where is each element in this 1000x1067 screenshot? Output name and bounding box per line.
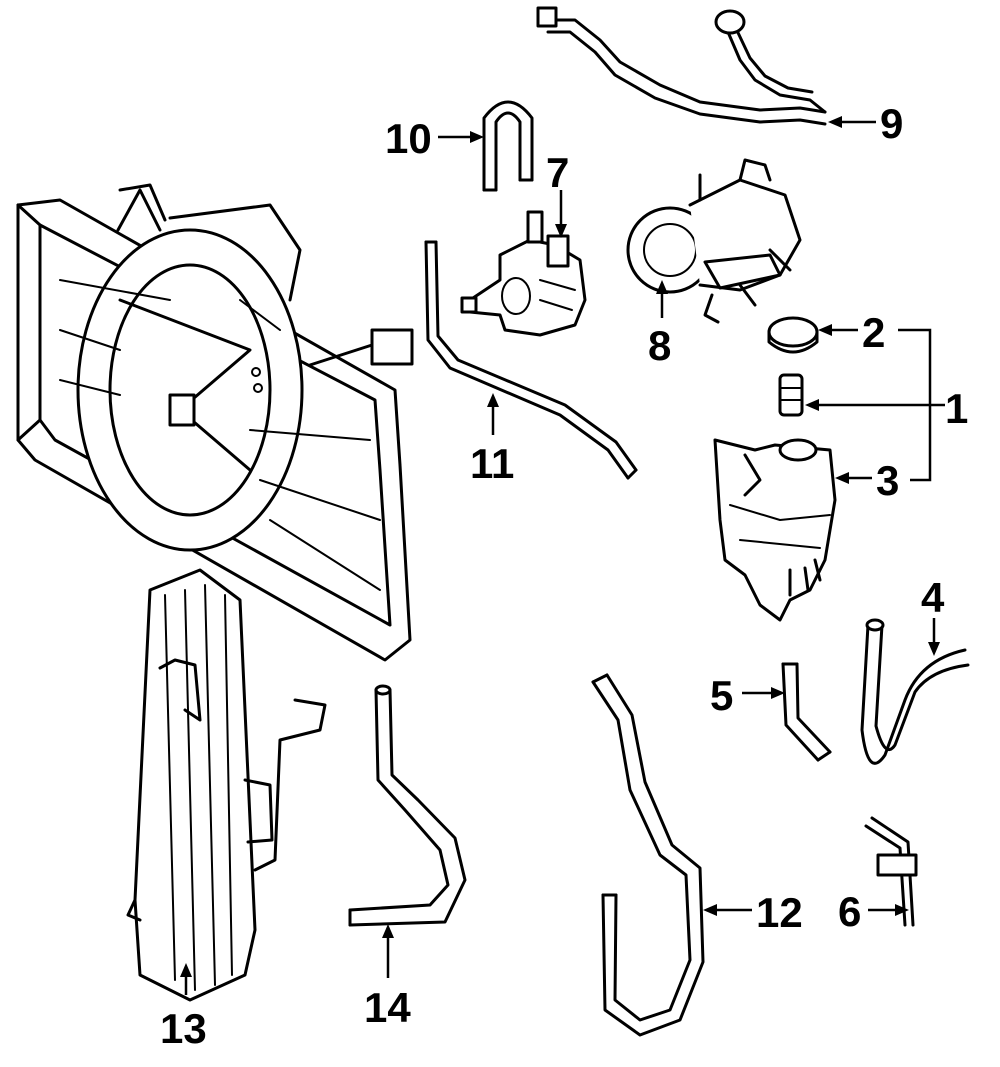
hose-14-part (348, 684, 467, 927)
tube-clip-part (864, 816, 918, 927)
oil-cooler-part (126, 568, 327, 1002)
hose-5-part (781, 662, 832, 762)
pressure-hose-part (536, 6, 827, 126)
callout-4: 4 (921, 574, 945, 621)
callout-14: 14 (364, 984, 411, 1031)
return-tube-part (424, 240, 638, 480)
callout-9: 9 (880, 100, 903, 147)
callout-12: 12 (756, 889, 803, 936)
callout-2: 2 (862, 309, 885, 356)
callout-7: 7 (546, 149, 569, 196)
hose-4-part (860, 618, 970, 765)
callout-8: 8 (648, 322, 671, 369)
callout-6: 6 (838, 888, 861, 935)
steering-pump-part (460, 210, 587, 337)
reservoir-filter-part (778, 373, 804, 417)
hose-12-part (591, 673, 705, 1037)
callout-1: 1 (945, 385, 968, 432)
callout-labels: 10 9 7 8 2 1 3 11 4 5 6 12 13 14 (160, 100, 968, 1052)
callout-10: 10 (385, 115, 432, 162)
callout-3: 3 (876, 457, 899, 504)
u-hose-part (482, 100, 534, 192)
callout-13: 13 (160, 1005, 207, 1052)
reservoir-part (713, 438, 837, 622)
reservoir-cap-part (767, 316, 819, 354)
steering-pump-bracket-part (626, 158, 802, 324)
callout-5: 5 (710, 672, 733, 719)
leader-lines (180, 116, 945, 995)
callout-11: 11 (470, 440, 514, 487)
fan-shroud-part (16, 183, 414, 662)
